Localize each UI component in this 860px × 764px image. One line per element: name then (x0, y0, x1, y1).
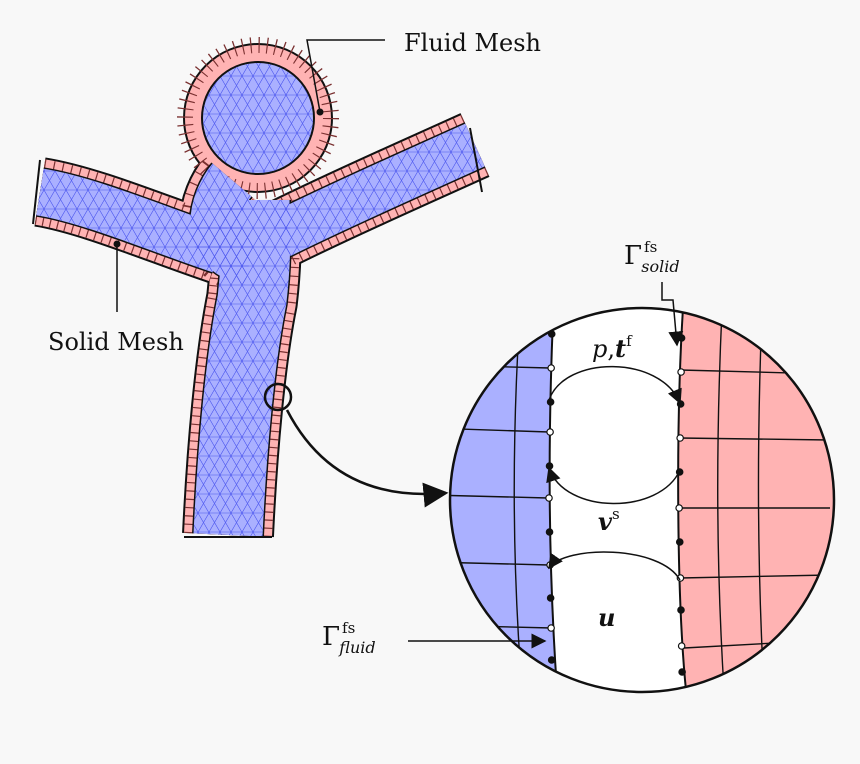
interface-node-filled (677, 334, 686, 342)
solid-velocity-label: vs (598, 505, 620, 536)
interface-node-filled (676, 400, 685, 408)
fluid-mesh-callout: Fluid Mesh (306, 29, 541, 116)
interface-node-filled (546, 594, 555, 602)
displacement-label: u (598, 603, 615, 632)
interface-node-filled (545, 528, 554, 536)
interface-node-open (545, 494, 553, 502)
pressure-traction-label: p,tf (592, 332, 633, 363)
interface-node-open (677, 642, 686, 650)
interface-node-filled (675, 538, 684, 546)
interface-node-filled (547, 656, 556, 664)
solid-wall-band (32, 37, 490, 538)
arrow-traction-to-solid (548, 365, 682, 405)
solid-mesh-callout: Solid Mesh (48, 240, 184, 356)
zoom-arrow (285, 409, 449, 508)
interface-node-open (547, 364, 555, 372)
fluid-mesh-label: Fluid Mesh (404, 29, 541, 57)
interface-node-open (675, 504, 683, 512)
zoom-source-circle (263, 382, 293, 412)
zoom-solid-region (678, 308, 834, 692)
interface-node-open (677, 368, 685, 376)
vessel-mesh (32, 37, 490, 538)
interface-node-open (546, 428, 554, 436)
zoom-circle-outline (448, 306, 836, 694)
arrow-velocity-to-fluid (546, 466, 681, 505)
interface-node-filled (547, 330, 556, 338)
solid-mesh-label: Solid Mesh (48, 328, 184, 356)
interface-node-open (547, 624, 555, 632)
interface-node-filled (677, 606, 685, 614)
interface-node-open (676, 434, 684, 442)
arrow-displacement-to-fluid (548, 551, 681, 581)
zoom-detail: p,tf vs u (448, 306, 836, 694)
interface-node-open (676, 574, 685, 582)
interface-node-filled (678, 668, 686, 676)
interface-node-filled (546, 398, 555, 406)
